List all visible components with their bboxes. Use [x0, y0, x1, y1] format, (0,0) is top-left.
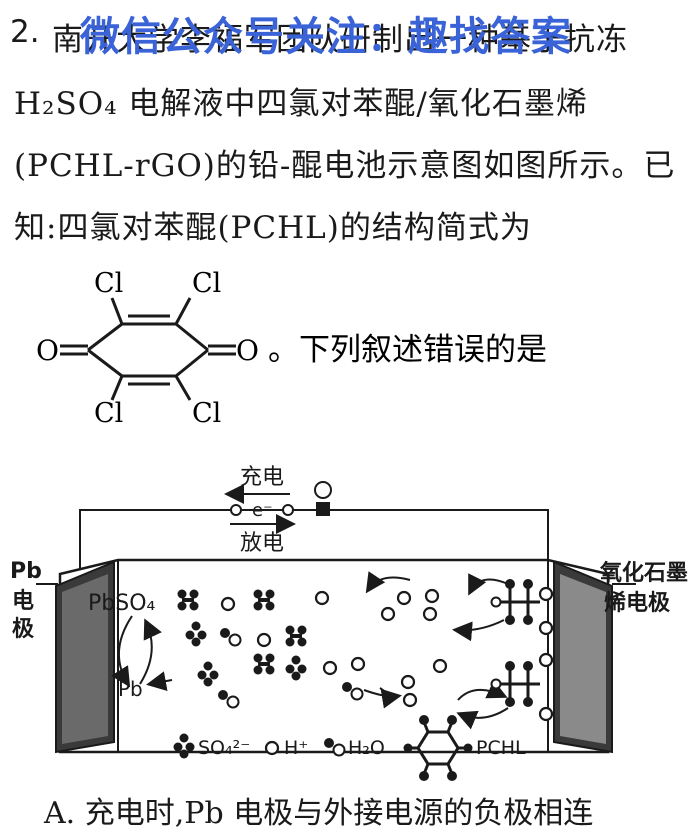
question-line-4: 知:四氯对苯醌(PCHL)的结构简式为	[14, 210, 532, 246]
legend-h2o: H₂O	[348, 737, 385, 759]
o-label: O	[236, 334, 259, 367]
pb-electrode-label: Pb	[10, 559, 42, 584]
pchl-structure: Cl Cl Cl Cl O O 。下列叙述错误的是	[36, 268, 547, 429]
question-number: 2.	[10, 14, 40, 50]
electron-label: e⁻	[252, 500, 273, 521]
bulb-icon	[314, 481, 332, 499]
rgo-electrode-label: 烯电极	[604, 590, 671, 616]
cl-label: Cl	[192, 268, 221, 299]
charge-label: 充电	[240, 465, 284, 490]
o-label: O	[36, 334, 59, 367]
bulb-base	[316, 502, 330, 516]
legend-h: H⁺	[284, 737, 308, 759]
question-line-1: 南开大学李福军团队研制出一种基于抗冻	[52, 22, 628, 58]
question-line-3: (PCHL-rGO)的铅-醌电池示意图如图所示。已	[14, 148, 676, 184]
legend-so4: SO₄²⁻	[198, 737, 250, 759]
pb-label: Pb	[118, 677, 143, 701]
cl-label: Cl	[94, 398, 123, 429]
pbso4-label: PbSO₄	[88, 591, 156, 616]
option-a: A. 充电时,Pb 电极与外接电源的负极相连	[44, 796, 594, 831]
cl-label: Cl	[192, 398, 221, 429]
legend-pchl: PCHL	[476, 737, 526, 759]
watermark: 微信公众号关注：趣找答案	[80, 14, 572, 60]
question-tail: 。下列叙述错误的是	[268, 332, 547, 368]
discharge-label: 放电	[240, 531, 284, 556]
battery-diagram: e⁻ 充电 放电 Pb 电 极 氧化石墨 烯电极 PbSO₄ Pb	[10, 465, 688, 781]
pb-electrode-label: 电	[12, 589, 34, 614]
cl-label: Cl	[94, 268, 123, 299]
question-line-2: H₂SO₄ 电解液中四氯对苯醌/氧化石墨烯	[14, 86, 588, 122]
pb-electrode-label: 极	[12, 617, 35, 642]
rgo-electrode-label: 氧化石墨	[599, 560, 688, 586]
legend: SO₄²⁻ H⁺ H₂O PCHL	[173, 715, 526, 781]
